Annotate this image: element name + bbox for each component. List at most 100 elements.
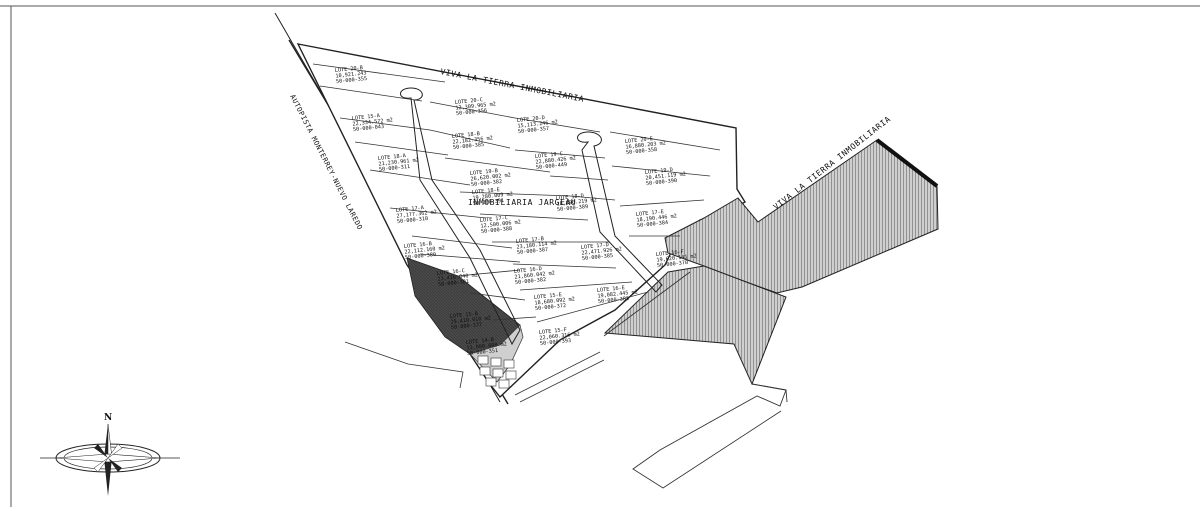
lot-code: 50-000-356 <box>456 108 488 117</box>
lot-label: LOTE 19-C22,880.426 m250-000-449 <box>535 150 577 171</box>
lot-label: LOTE 15-E18,680.092 m250-000-372 <box>534 291 576 312</box>
lot-id: LOTE 20-B <box>335 65 364 74</box>
lot-label: LOTE 17-E18,190.446 m250-000-384 <box>636 208 678 229</box>
lot-area: 16,880.203 m2 <box>625 140 666 150</box>
boundary-lines-left <box>344 341 605 403</box>
lot-label: LOTE 14-B13,000.008 m250-000-351 <box>466 336 508 357</box>
lot-area: 18,890.219 m2 <box>556 197 597 207</box>
lot-id: LOTE 20-C <box>455 97 484 106</box>
lot-code: 50-000-310 <box>397 216 429 225</box>
lot-area: 19,620.141 m2 <box>656 253 697 263</box>
lot-code: 50-000-383 <box>598 296 630 305</box>
lot-area: 22,471.926 m2 <box>581 246 622 256</box>
lot-divisions <box>312 63 721 323</box>
lot-id: LOTE 17-D <box>581 242 610 251</box>
lot-label: LOTE 19-D20,451.119 m250-000-390 <box>645 166 687 187</box>
lot-id: LOTE 18-E <box>472 187 501 196</box>
lot-code: 50-000-380 <box>405 252 437 261</box>
lot-area: 19,280.009 m2 <box>472 191 513 201</box>
parcel-outline-lower <box>603 271 788 489</box>
lot-id: LOTE 16-C <box>437 268 466 277</box>
lot-label: LOTE 18-D18,890.219 m250-000-389 <box>556 192 598 213</box>
north-arrow: N <box>40 413 180 496</box>
lot-area: 26,620.002 m2 <box>470 172 511 182</box>
lot-code: 50-000-311 <box>379 164 411 173</box>
lot-code: 50-000-384 <box>637 220 669 229</box>
lot-area: 22,182.356 m2 <box>452 135 493 145</box>
lot-area: 12,500.006 m2 <box>480 219 521 229</box>
lot-label: LOTE 18-A21,230.961 m250-000-311 <box>378 152 420 173</box>
lot-code: 50-000-388 <box>481 226 513 235</box>
lot-area: 10,921.243 <box>335 70 367 79</box>
lot-id: LOTE 18-D <box>556 193 585 202</box>
lot-area: 15,113.246 m2 <box>517 119 558 129</box>
lot-id: LOTE 15-E <box>534 292 563 301</box>
lot-area: 22,112.160 m2 <box>404 245 445 255</box>
lot-code: 50-000-355 <box>336 76 368 85</box>
lot-code: 50-000-382 <box>515 277 547 286</box>
lot-id: LOTE 18-A <box>378 153 407 162</box>
lot-code: 50-000-382 <box>471 179 503 188</box>
lot-code: 50-000-351 <box>467 348 499 357</box>
lot-code: 50-000-372 <box>535 303 567 312</box>
lot-code: 50-000-387 <box>517 247 549 256</box>
lot-label: LOTE 19-B26,620.002 m250-000-382 <box>470 167 512 188</box>
owner-label-center: INMOBILIARIA JARGEAU <box>468 198 576 207</box>
lot-code: 50-000-358 <box>626 147 658 156</box>
subdivision-outline <box>296 43 746 399</box>
lot-label: LOTE 17-C12,500.006 m250-000-388 <box>480 214 522 235</box>
lot-code: 50-000-385 <box>453 142 485 151</box>
lot-id: LOTE 17-E <box>636 209 665 218</box>
lot-label: LOTE 16-F19,620.141 m250-000-370 <box>656 248 698 269</box>
north-label: N <box>104 413 112 423</box>
lot-area: 22,880.426 m2 <box>535 155 576 165</box>
lot-label: LOTE 18-E19,280.009 m250-000-391 <box>472 186 514 207</box>
lot-area: 22,334.572 m2 <box>352 117 393 127</box>
lot-area: 19,082.445 m2 <box>597 289 638 299</box>
lot-code: 50-000-357 <box>518 126 550 135</box>
lot-area: 21,230.961 m2 <box>378 157 419 167</box>
lot-label: LOTE 16-C23,416.040 m250-000-381 <box>437 267 479 288</box>
lot-label: LOTE 15-F22,060.316 m250-000-393 <box>539 326 581 347</box>
lot-area: 13,000.008 m2 <box>466 341 507 351</box>
lot-label: LOTE 17-D22,471.926 m250-000-385 <box>581 241 623 262</box>
lot-code: 50-000-449 <box>536 162 568 171</box>
lot-code: 50-000-391 <box>473 198 505 207</box>
lot-id: LOTE 18-B <box>452 131 481 140</box>
lot-label: LOTE 20-C12,309.965 m250-000-356 <box>455 96 497 117</box>
lot-label: LOTE 18-B22,182.356 m250-000-385 <box>452 130 494 151</box>
lot-label: LOTE 17-B23,180.114 m250-000-387 <box>516 235 558 256</box>
lot-code: 50-000-337 <box>451 322 483 331</box>
lot-id: LOTE 16-F <box>656 249 685 258</box>
lot-id: LOTE 17-B <box>516 236 545 245</box>
house-blocks <box>477 355 517 389</box>
lot-label: LOTE 17-A27,177.362 m250-000-310 <box>396 204 438 225</box>
lot-area: 20,451.119 m2 <box>645 171 686 181</box>
lot-area: 27,177.362 m2 <box>396 209 437 219</box>
lot-id: LOTE 15-B <box>450 311 479 320</box>
lot-label: LOTE 16-E19,082.445 m250-000-383 <box>597 284 639 305</box>
lot-label: LOTE 16-D21,860.042 m250-000-382 <box>514 265 556 286</box>
lot-code: 50-000-390 <box>646 178 678 187</box>
lot-id: LOTE 17-A <box>396 205 425 214</box>
lot-id: LOTE 15-A <box>352 113 381 122</box>
lot-id: LOTE 14-B <box>466 337 495 346</box>
lot-id: LOTE 17-C <box>480 215 509 224</box>
lot-code: 50-000-381 <box>438 279 470 288</box>
lot-area: 22,060.316 m2 <box>539 331 580 341</box>
internal-roads <box>400 87 663 346</box>
lot-label: LOTE 15-B29,410.010 m250-000-337 <box>450 310 492 331</box>
lot-id: LOTE 16-E <box>597 285 626 294</box>
lot-id: LOTE 16-D <box>514 266 543 275</box>
lot-label: LOTE 20-D15,113.246 m250-000-357 <box>517 114 559 135</box>
lot-area: 23,416.040 m2 <box>437 272 478 282</box>
lot-id: LOTE 19-C <box>535 151 564 160</box>
sheet-frame <box>0 5 1200 507</box>
lot-id: LOTE 19-D <box>645 167 674 176</box>
lot-id: LOTE 20-E <box>625 136 654 145</box>
lot-id: LOTE 19-B <box>470 168 499 177</box>
lot-area: 12,309.965 m2 <box>455 101 496 111</box>
